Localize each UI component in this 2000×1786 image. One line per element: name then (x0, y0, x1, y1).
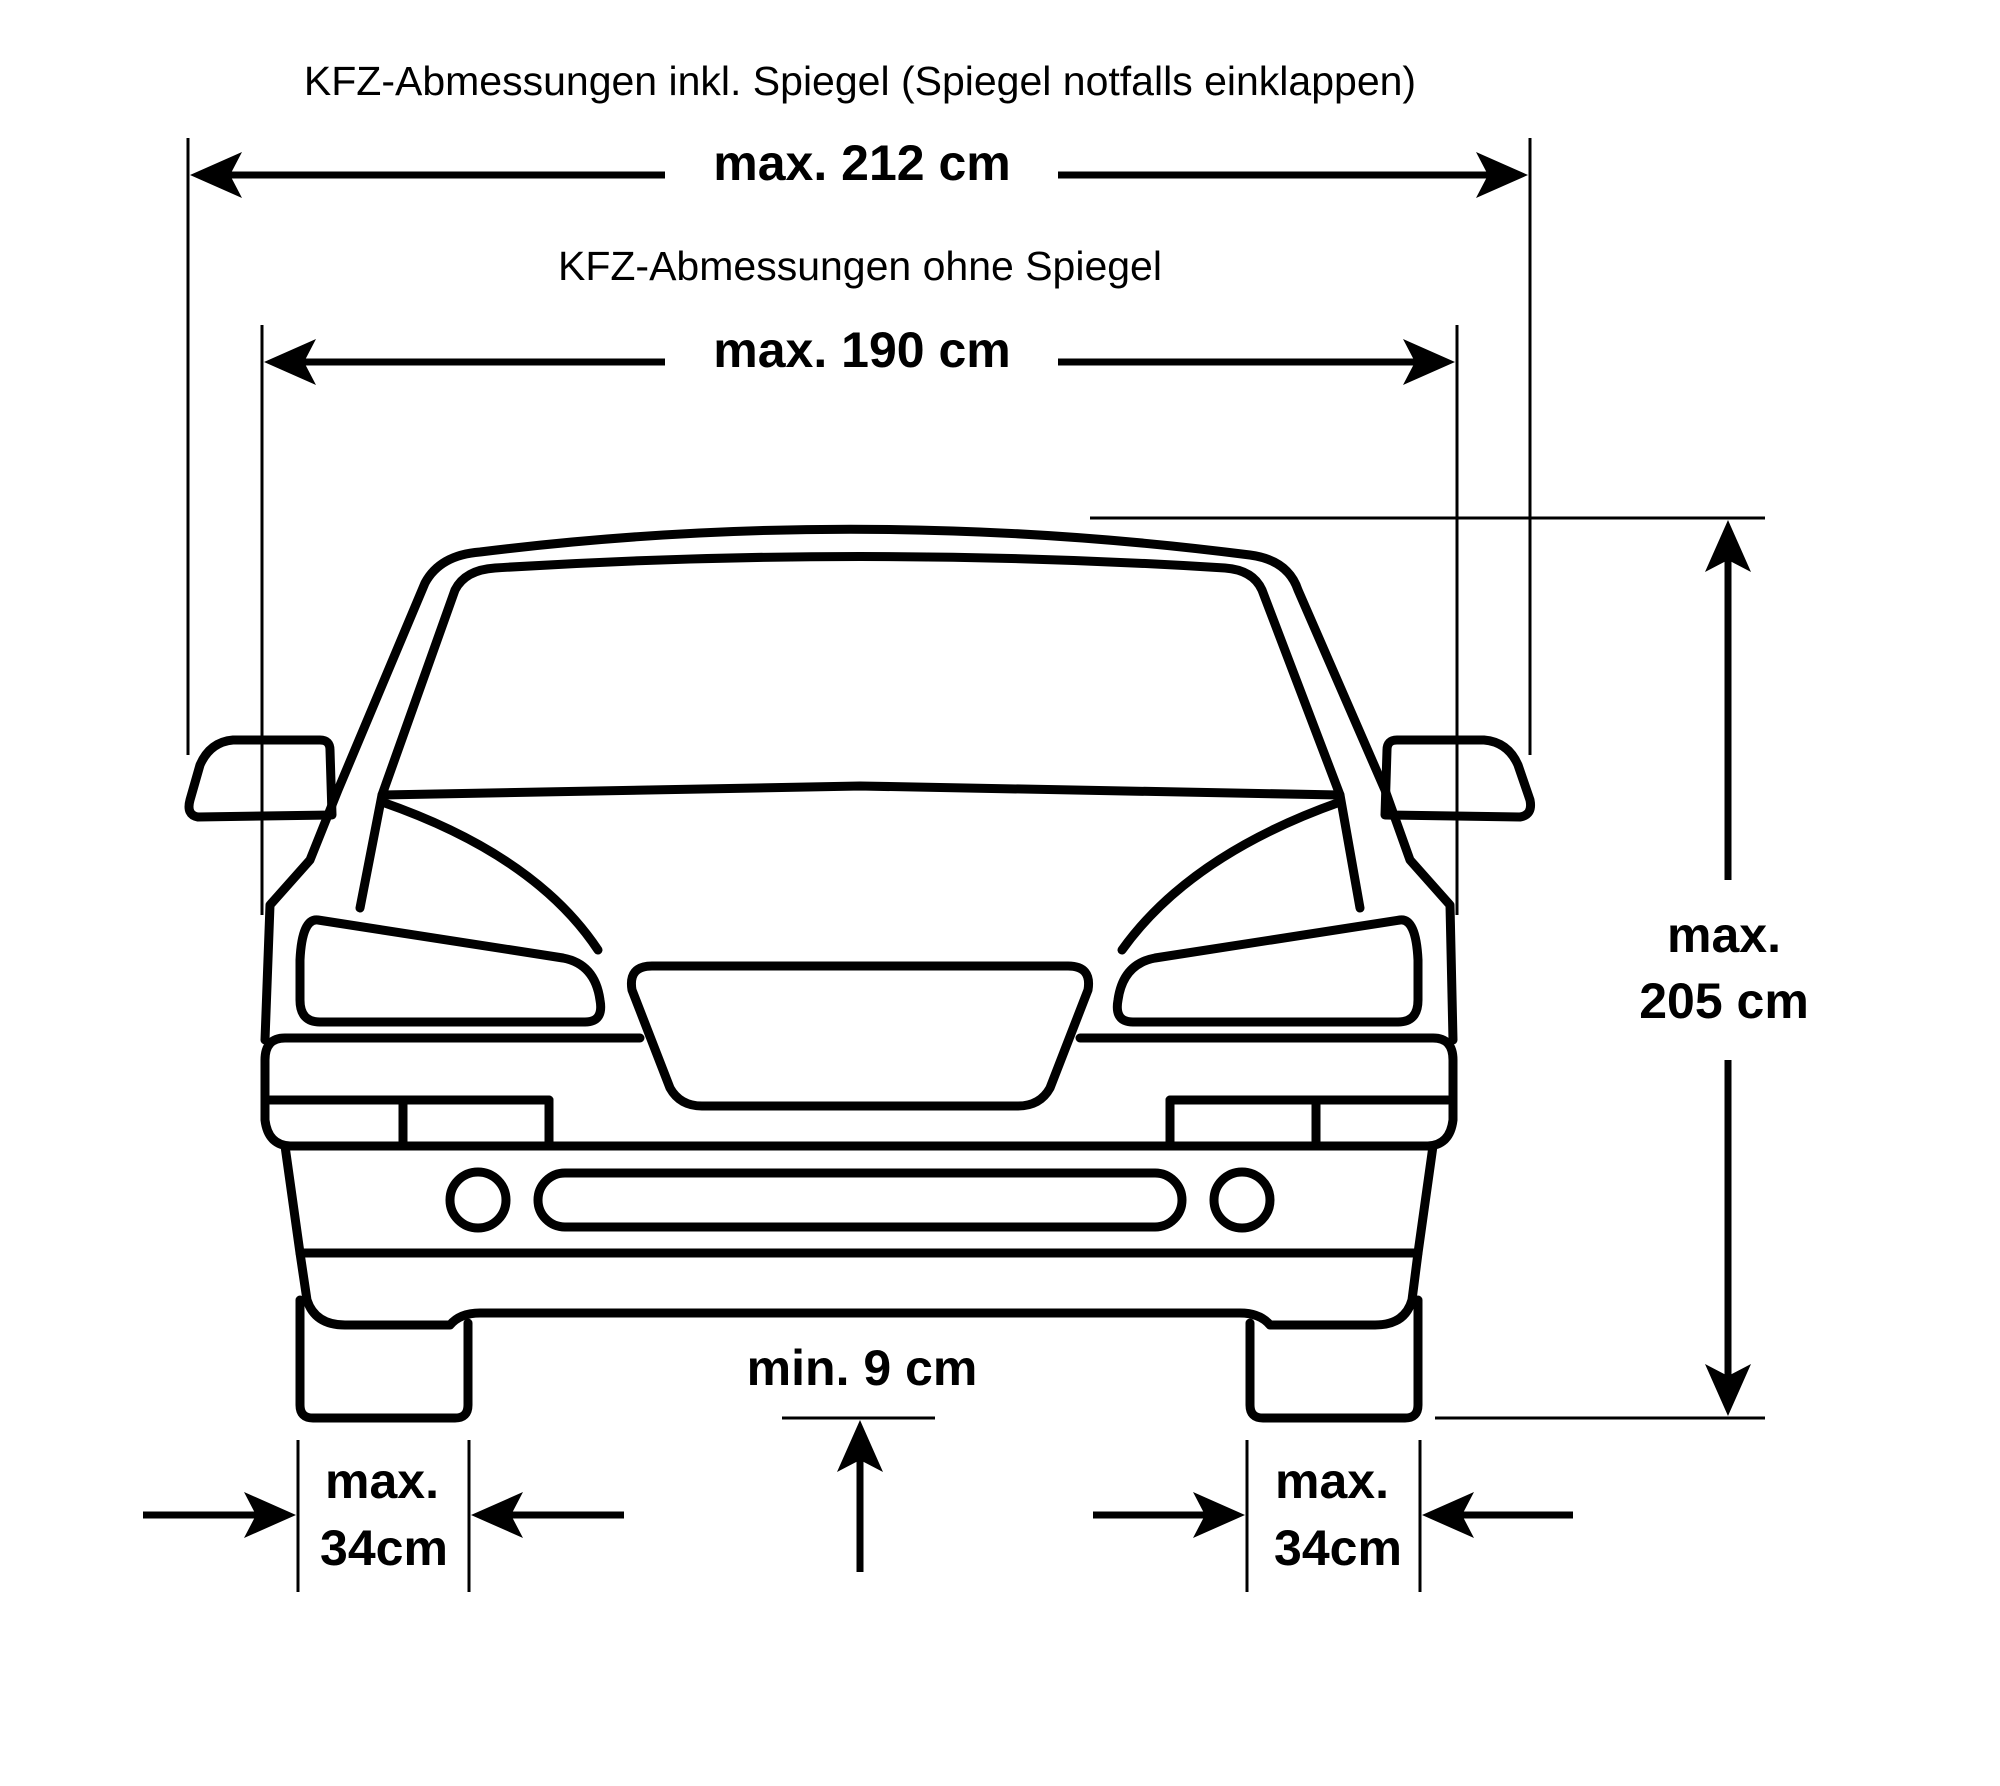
body-width-arrow (264, 339, 1455, 385)
windshield (377, 552, 1345, 800)
total-width-arrow (190, 152, 1528, 198)
a-pillar-right (1335, 790, 1365, 913)
a-pillar-left (355, 790, 387, 913)
right-tire-value-line2: 34cm (1274, 1520, 1402, 1576)
grille (626, 961, 1094, 1111)
height-arrow (1705, 520, 1751, 1416)
tire-left (295, 1295, 473, 1423)
total-width-caption: KFZ-Abmessungen inkl. Spiegel (Spiegel n… (304, 58, 1416, 104)
air-intake (533, 1168, 1187, 1232)
hood-curve-right (1117, 797, 1345, 955)
lower-skirt (295, 1248, 1423, 1330)
car-body-outline (260, 524, 1458, 1045)
height-value-line1: max. (1667, 907, 1781, 963)
hood-curve-left (377, 797, 603, 955)
mirror-right (1380, 735, 1535, 822)
height-value-line2: 205 cm (1639, 973, 1809, 1029)
tire-right (1245, 1295, 1423, 1423)
fog-light-right (1209, 1167, 1275, 1233)
mirror-left (184, 735, 337, 822)
indicator-left (398, 1095, 554, 1151)
right-tire-value-line1: max. (1275, 1453, 1389, 1509)
left-tire-arrows (143, 1492, 624, 1538)
fog-light-left (445, 1167, 511, 1233)
clearance-arrow (837, 1420, 883, 1572)
indicator-right (1165, 1095, 1321, 1151)
total-width-value: max. 212 cm (713, 135, 1010, 191)
car-front-view (184, 524, 1535, 1423)
front-bumper (260, 1033, 1458, 1151)
headlight-right (1112, 915, 1423, 1027)
headlight-left (295, 915, 606, 1027)
lower-bumper (280, 1141, 1438, 1258)
body-width-value: max. 190 cm (713, 322, 1010, 378)
body-width-caption: KFZ-Abmessungen ohne Spiegel (558, 243, 1162, 289)
clearance-value: min. 9 cm (747, 1340, 978, 1396)
left-tire-value-line1: max. (325, 1453, 439, 1509)
right-tire-arrows (1093, 1492, 1573, 1538)
left-tire-value-line2: 34cm (320, 1520, 448, 1576)
